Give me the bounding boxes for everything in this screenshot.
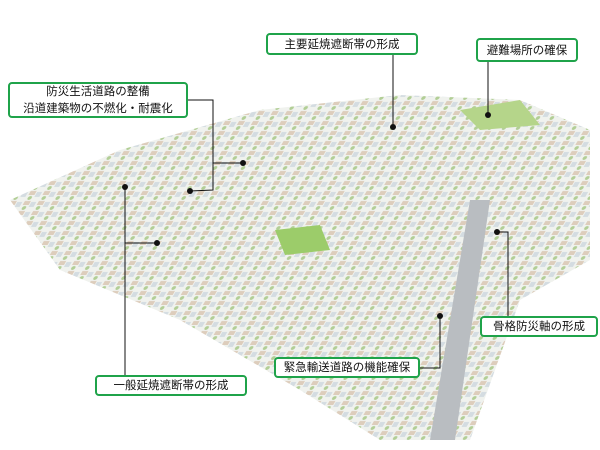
leader-lines bbox=[124, 54, 509, 376]
park bbox=[275, 225, 330, 255]
label-text: 主要延焼遮断帯の形成 bbox=[284, 36, 400, 51]
label-text: 避難場所の確保 bbox=[486, 42, 568, 57]
evacuation-park bbox=[460, 100, 540, 130]
arterial-road bbox=[430, 200, 490, 440]
label-text-line1: 防災生活道路の整備 bbox=[46, 84, 150, 98]
label-emergency-road: 緊急輸送道路の機能確保 bbox=[274, 357, 420, 378]
leader-dots bbox=[122, 112, 500, 319]
label-text: 一般延焼遮断帯の形成 bbox=[113, 378, 229, 392]
label-text-line2: 沿道建築物の不燃化・耐震化 bbox=[23, 101, 173, 115]
label-text: 緊急輸送道路の機能確保 bbox=[283, 360, 411, 374]
label-evacuation-site: 避難場所の確保 bbox=[476, 38, 578, 62]
label-text: 骨格防災軸の形成 bbox=[493, 319, 585, 333]
label-disaster-living-road: 防災生活道路の整備 沿道建築物の不燃化・耐震化 bbox=[8, 82, 188, 118]
label-main-firebreak: 主要延焼遮断帯の形成 bbox=[266, 33, 418, 55]
label-framework-axis: 骨格防災軸の形成 bbox=[480, 316, 598, 337]
label-general-firebreak: 一般延焼遮断帯の形成 bbox=[95, 375, 247, 396]
